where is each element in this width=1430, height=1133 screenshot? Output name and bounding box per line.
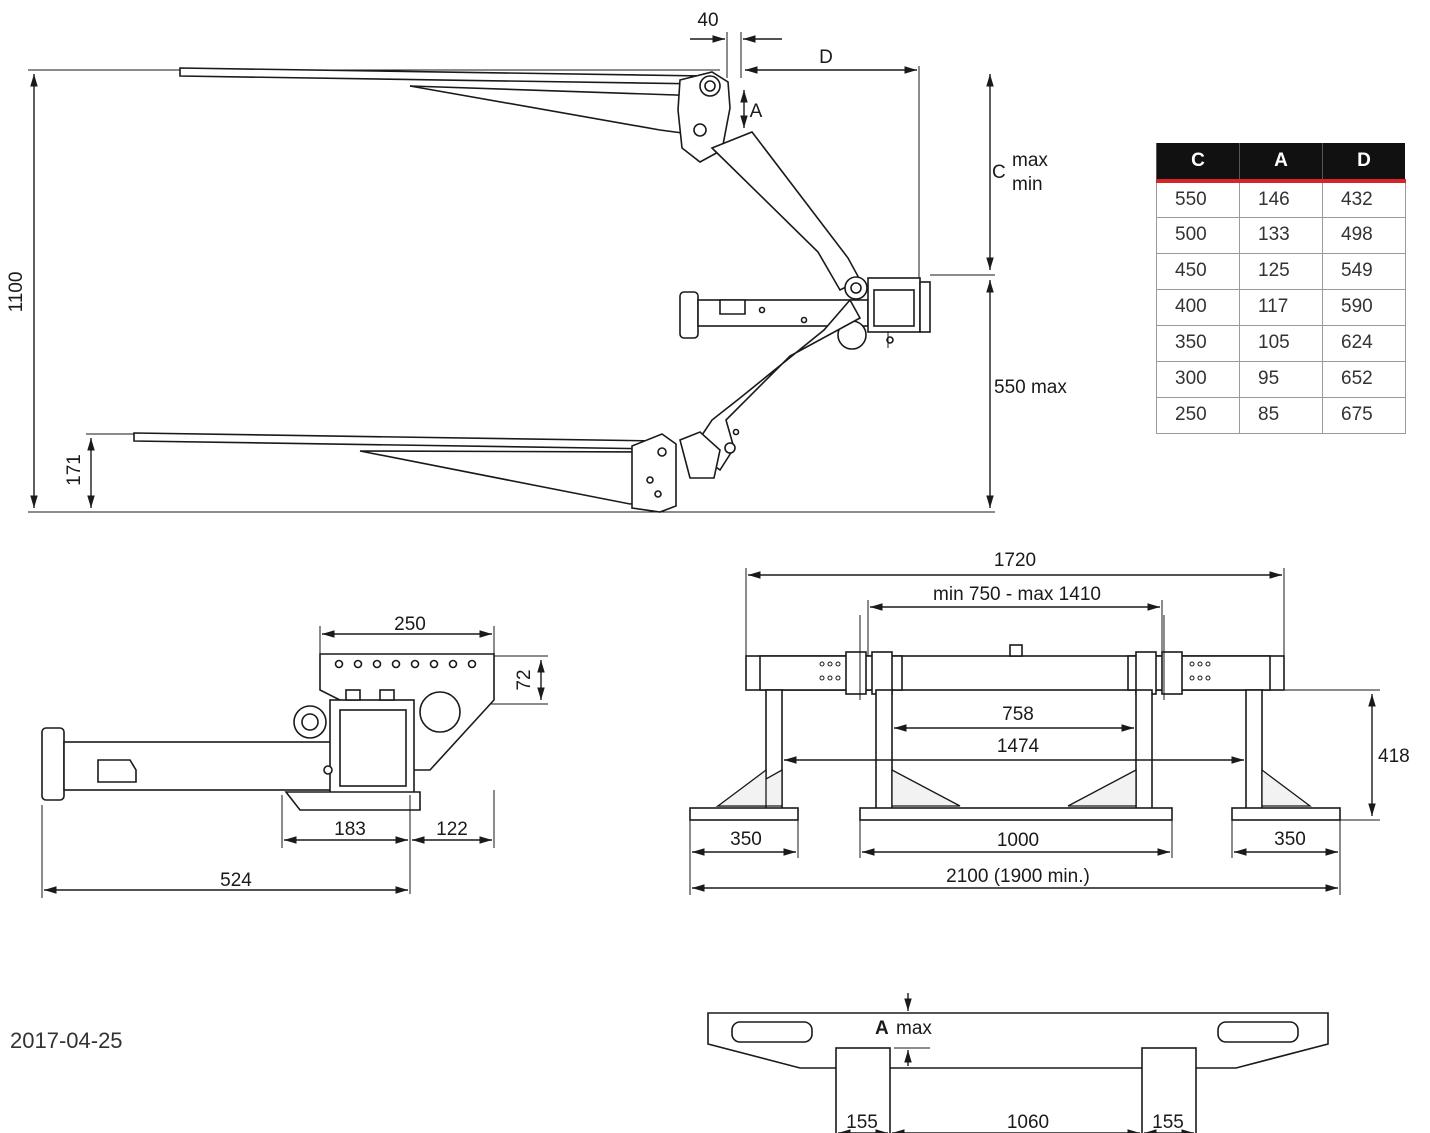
dimension-table: C A D 550 146 432 500 133 498 450 125 54… xyxy=(1156,143,1406,434)
upper-link xyxy=(710,131,862,292)
dim-350-left: 350 xyxy=(730,829,762,850)
table-cell: 590 xyxy=(1322,288,1406,326)
table-row: 550 146 432 xyxy=(1156,180,1406,218)
table-cell: 675 xyxy=(1322,396,1406,434)
clamp-left xyxy=(845,651,893,695)
dim-155-right: 155 xyxy=(1152,1112,1184,1133)
dim-max: max xyxy=(1012,150,1048,171)
slot-left xyxy=(731,1021,813,1043)
front-view: 1720 min 750 - max 1410 xyxy=(689,550,1410,895)
table-cell: 300 xyxy=(1156,360,1240,398)
dim-range: min 750 - max 1410 xyxy=(933,584,1101,605)
adjustment-holes xyxy=(334,659,477,669)
slot-right xyxy=(1217,1021,1299,1043)
table-row: 500 133 498 xyxy=(1156,216,1406,254)
table-row: 450 125 549 xyxy=(1156,252,1406,290)
beam-view: A max 155 1060 155 xyxy=(707,993,1329,1133)
dim-min: min xyxy=(1012,174,1043,195)
table-row: 400 117 590 xyxy=(1156,288,1406,326)
drawing-date: 2017-04-25 xyxy=(10,1028,123,1053)
table-cell: 95 xyxy=(1239,360,1323,398)
dim-418: 418 xyxy=(1378,746,1410,767)
dim-350-right: 350 xyxy=(1274,829,1306,850)
table-cell: 549 xyxy=(1322,252,1406,290)
dim-C: C xyxy=(992,162,1006,183)
dim-550-max: 550 max xyxy=(994,377,1067,398)
table-cell: 146 xyxy=(1239,180,1323,218)
table-cell: 550 xyxy=(1156,180,1240,218)
table-row: 250 85 675 xyxy=(1156,396,1406,434)
header-C: C xyxy=(1156,143,1240,183)
table-cell: 624 xyxy=(1322,324,1406,362)
center-carriage xyxy=(679,276,931,350)
dim-122: 122 xyxy=(436,819,468,840)
dim-155-left: 155 xyxy=(846,1112,878,1133)
table-cell: 117 xyxy=(1239,288,1323,326)
dim-524: 524 xyxy=(220,870,252,891)
dim-D: D xyxy=(819,47,833,68)
dim-2100: 2100 (1900 min.) xyxy=(946,866,1090,887)
table-cell: 432 xyxy=(1322,180,1406,218)
dim-1060: 1060 xyxy=(1007,1112,1049,1133)
lower-fork-arm xyxy=(133,432,661,450)
table-cell: 652 xyxy=(1322,360,1406,398)
label-A: A xyxy=(875,1018,889,1039)
table-cell: 133 xyxy=(1239,216,1323,254)
clamp-right xyxy=(1135,651,1183,695)
dim-1100: 1100 xyxy=(6,272,27,313)
dim-72: 72 xyxy=(514,669,535,690)
foot-right xyxy=(1231,807,1341,821)
dim-171: 171 xyxy=(64,454,85,486)
table-cell: 498 xyxy=(1322,216,1406,254)
header-D: D xyxy=(1322,143,1405,183)
table-cell: 350 xyxy=(1156,324,1240,362)
table-cell: 105 xyxy=(1239,324,1323,362)
dim-1720: 1720 xyxy=(994,550,1036,571)
table-cell: 500 xyxy=(1156,216,1240,254)
side-view: 1100 171 40 D A C max min xyxy=(6,10,1067,513)
table-cell: 85 xyxy=(1239,396,1323,434)
dim-183: 183 xyxy=(334,819,366,840)
dim-40: 40 xyxy=(697,10,718,31)
foot-center xyxy=(859,807,1173,821)
table-cell: 125 xyxy=(1239,252,1323,290)
dim-1000: 1000 xyxy=(997,830,1039,851)
table-cell: 450 xyxy=(1156,252,1240,290)
dim-758: 758 xyxy=(1002,704,1034,725)
table-header-row: C A D xyxy=(1156,143,1405,183)
dim-1474: 1474 xyxy=(997,736,1040,757)
bracket-view: 250 72 xyxy=(41,614,548,898)
foot-left xyxy=(689,807,799,821)
table-row: 300 95 652 xyxy=(1156,360,1406,398)
header-A: A xyxy=(1239,143,1323,183)
table-row: 350 105 624 xyxy=(1156,324,1406,362)
dim-A: A xyxy=(750,101,763,122)
dim-250: 250 xyxy=(394,614,426,635)
table-cell: 400 xyxy=(1156,288,1240,326)
table-cell: 250 xyxy=(1156,396,1240,434)
label-max: max xyxy=(896,1018,932,1039)
